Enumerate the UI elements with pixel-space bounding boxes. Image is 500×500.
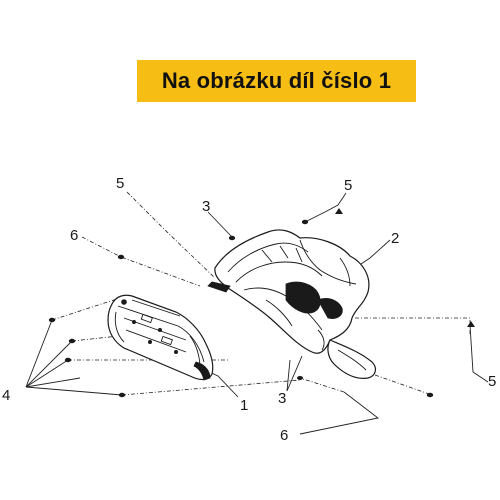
part-1-instrument-cluster: [107, 294, 214, 381]
callout-3-top: 3: [202, 198, 210, 215]
callout-3-bottom: 3: [278, 390, 286, 407]
leader-lines: [25, 191, 489, 435]
callout-4: 4: [2, 387, 10, 404]
callout-6-bottom: 6: [280, 427, 288, 444]
callout-1: 1: [240, 397, 248, 414]
callout-5-left: 5: [116, 175, 124, 192]
callout-6-left: 6: [70, 227, 78, 244]
part-number-banner: Na obrázku díl číslo 1: [137, 60, 416, 102]
callout-2: 2: [391, 230, 399, 247]
part-2-upper-cover: [207, 229, 377, 379]
callout-labels: 5 6 3 5 2 1 3 4 5 6: [2, 175, 496, 444]
fasteners: [48, 208, 475, 398]
callout-5-top: 5: [344, 177, 352, 194]
callout-5-right: 5: [488, 373, 496, 390]
